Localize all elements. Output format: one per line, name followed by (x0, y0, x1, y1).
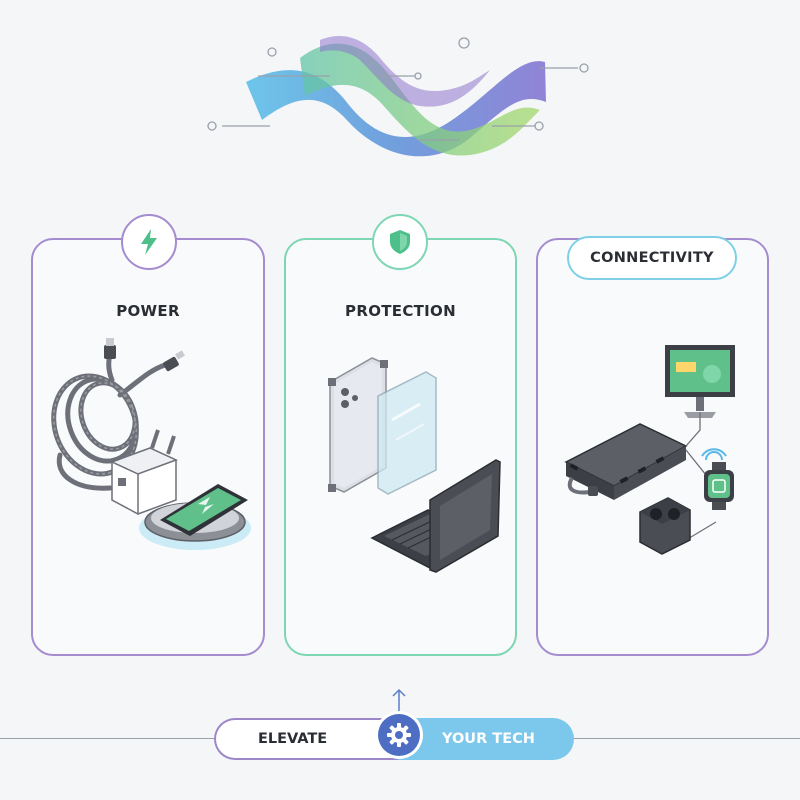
lightning-bolt-icon (141, 229, 157, 255)
gear-icon (378, 714, 420, 756)
shield-icon (390, 230, 410, 254)
power-badge (121, 214, 177, 270)
footer-your-tech-pill: YOUR TECH (398, 718, 574, 760)
footer-elevate-pill: ELEVATE (214, 718, 404, 760)
header-wave-graphic (207, 36, 589, 157)
connectivity-card-title: CONNECTIVITY (567, 236, 737, 280)
protection-card-title: PROTECTION (345, 302, 456, 320)
protection-badge (372, 214, 428, 270)
power-card-title: POWER (116, 302, 180, 320)
